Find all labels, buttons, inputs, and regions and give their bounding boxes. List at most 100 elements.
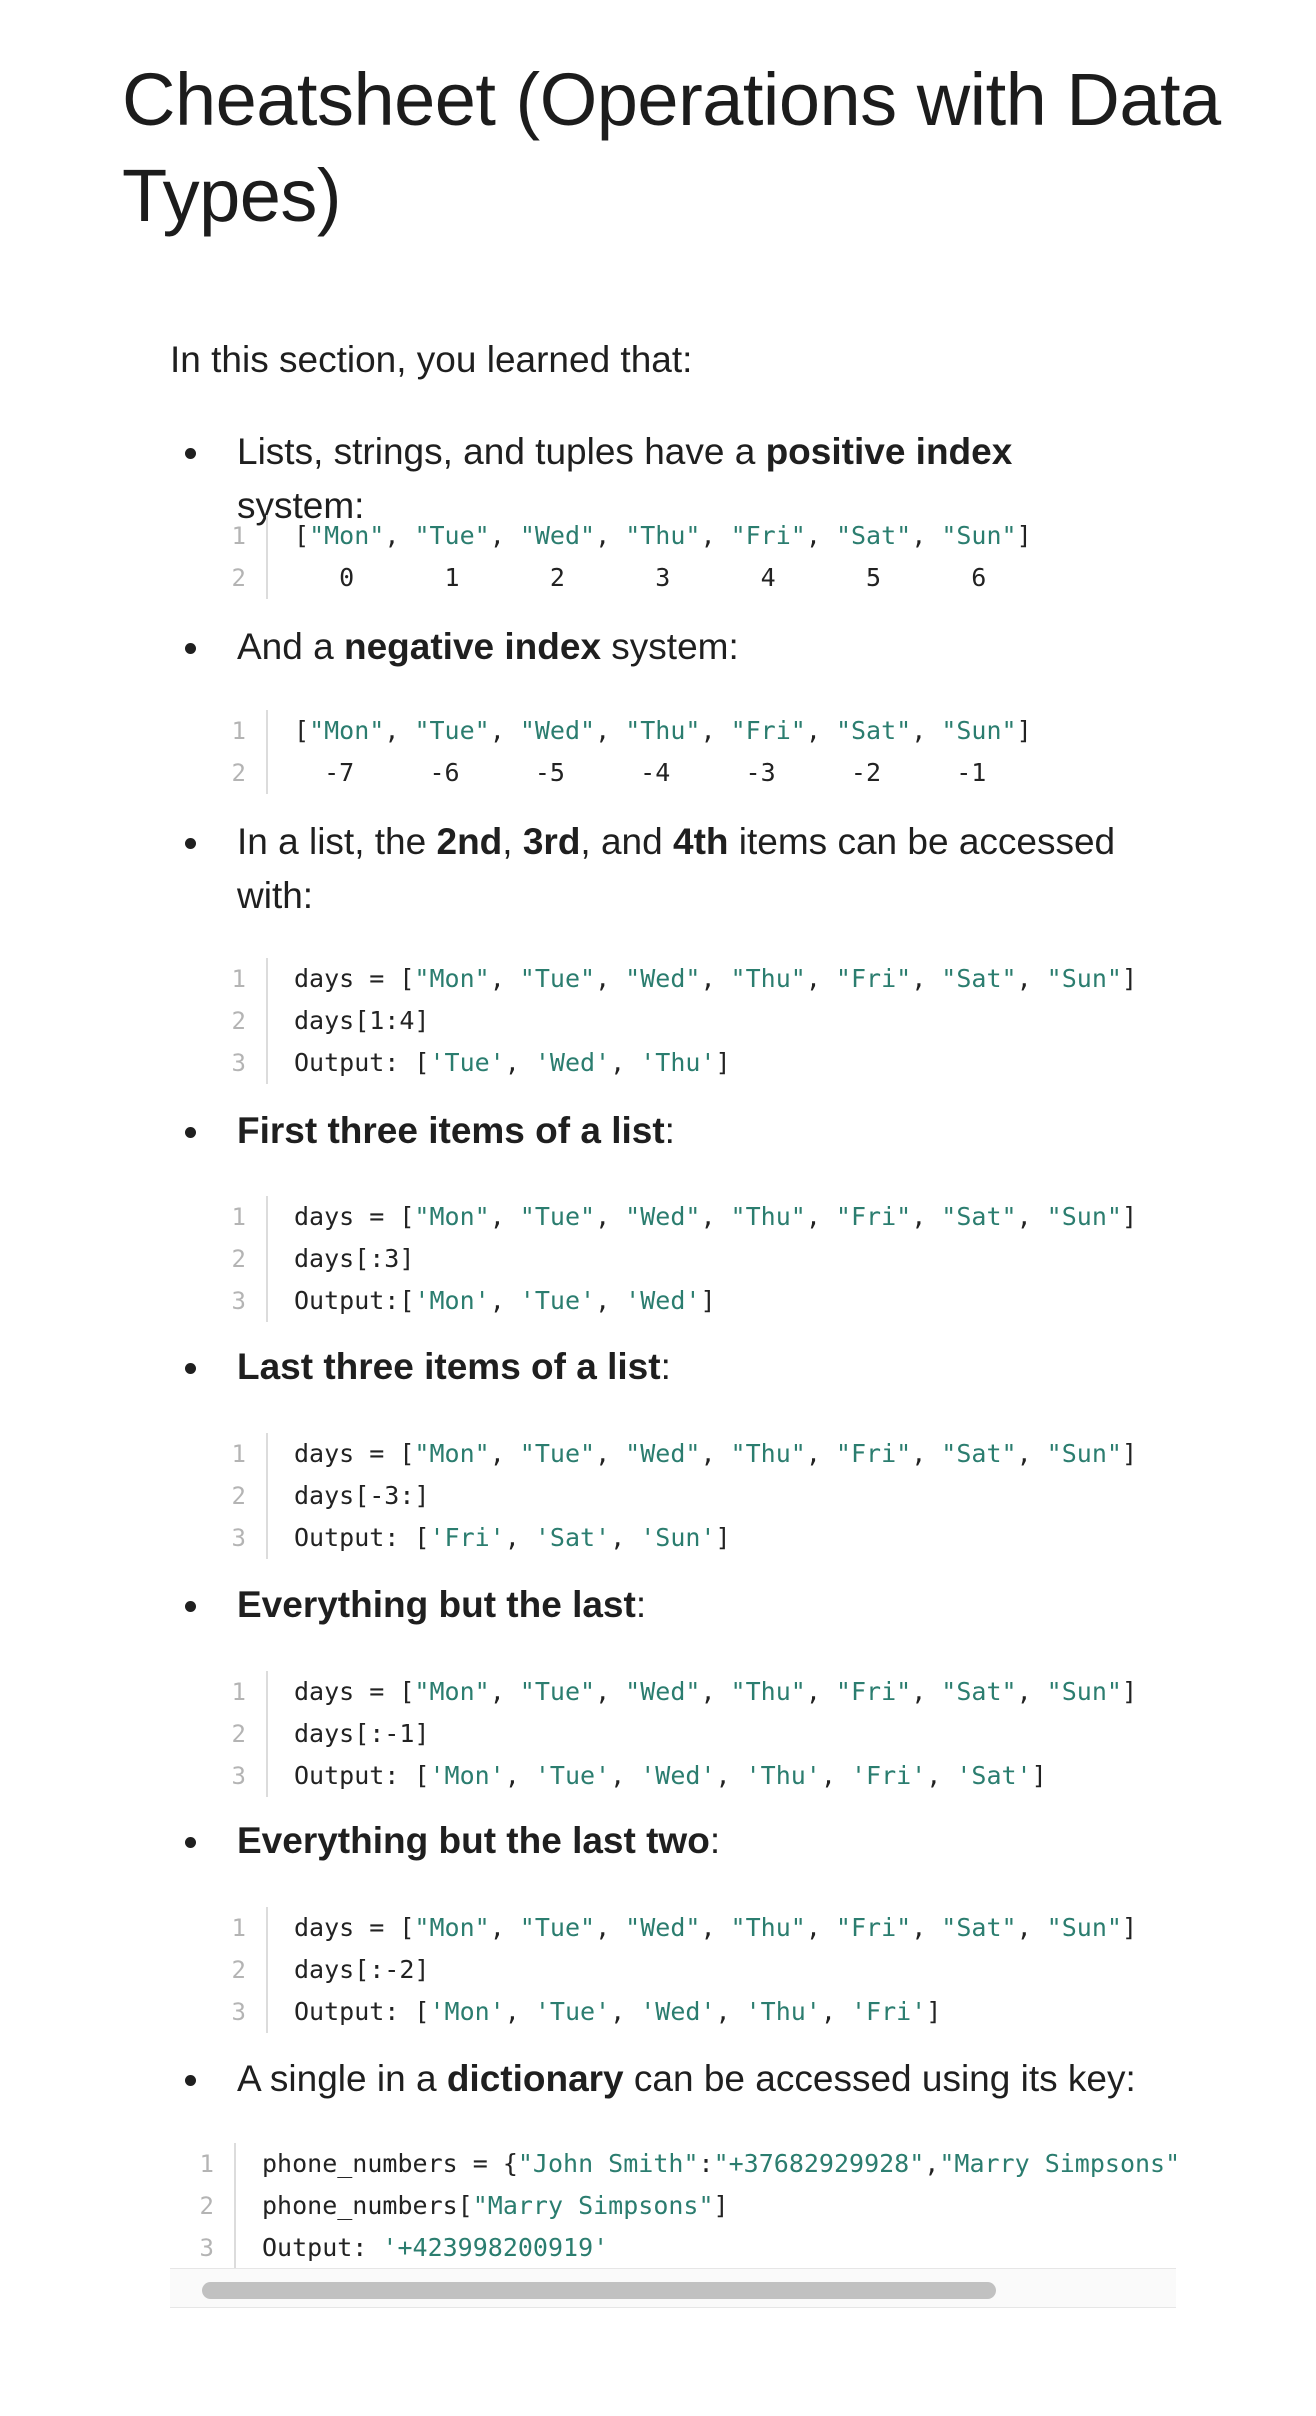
code-string: "Sat" — [941, 1202, 1017, 1231]
code-string: 'Wed' — [640, 1997, 716, 2026]
gutter-divider — [266, 1755, 268, 1797]
code-token: , — [595, 521, 626, 550]
line-number: 1 — [199, 2150, 214, 2178]
bold-text: negative index — [343, 626, 602, 667]
code-token: days[1:4] — [294, 1006, 430, 1035]
code-text: days[1:4] — [294, 1006, 429, 1035]
code-token: , — [595, 716, 626, 745]
code-string: "Tue" — [519, 1439, 596, 1468]
gutter-divider — [266, 1280, 268, 1322]
code-token: , — [805, 521, 836, 550]
code-string: "Wed" — [625, 1439, 701, 1468]
bold-text: 3rd — [522, 821, 581, 862]
code-token: Output: [ — [294, 1997, 430, 2026]
code-token: ] — [1031, 1761, 1047, 1790]
code-token: , — [911, 1913, 942, 1942]
gutter-divider — [234, 2185, 236, 2227]
code-token: ] — [1121, 1202, 1137, 1231]
code-text: days[:-1] — [294, 1719, 429, 1748]
code-string: "Sun" — [941, 521, 1017, 550]
code-token: , — [911, 716, 942, 745]
code-string: "Tue" — [519, 1202, 596, 1231]
code-string: 'Sat' — [534, 1523, 611, 1552]
code-string: "Mon" — [414, 1677, 490, 1706]
code-line: 2 -7 -6 -5 -4 -3 -2 -1 — [218, 752, 1178, 794]
bullet-positive-index: Lists, strings, and tuples have a positi… — [185, 425, 1137, 533]
code-string: "Sat" — [835, 521, 912, 550]
code-text: Output: ['Fri', 'Sat', 'Sun'] — [294, 1523, 731, 1552]
code-text: days[-3:] — [294, 1481, 429, 1510]
code-token: days = [ — [294, 964, 415, 993]
code-string: "Thu" — [730, 964, 806, 993]
gutter-divider — [266, 557, 268, 599]
code-token: , — [489, 1677, 520, 1706]
code-string: 'Thu' — [745, 1761, 821, 1790]
code-text: phone_numbers["Marry Simpsons"] — [262, 2191, 729, 2220]
code-token: , — [715, 1997, 746, 2026]
line-number: 2 — [231, 759, 246, 787]
line-number: 2 — [231, 1245, 246, 1273]
code-string: "Sat" — [941, 1913, 1017, 1942]
bold-text: Last three items of a list — [237, 1346, 661, 1387]
gutter-divider — [266, 1671, 268, 1713]
text-segment: Lists, strings, and tuples have a — [237, 431, 766, 472]
code-string: 'Tue' — [519, 1286, 596, 1315]
code-string: 'Fri' — [429, 1523, 505, 1552]
code-token: , — [504, 1048, 535, 1077]
code-token: : — [698, 2149, 714, 2178]
code-token: , — [700, 716, 731, 745]
code-token: , — [911, 1677, 942, 1706]
scrollbar-thumb[interactable] — [202, 2282, 996, 2299]
code-text: days = ["Mon", "Tue", "Wed", "Thu", "Fri… — [294, 1913, 1137, 1942]
text-segment: system: — [601, 626, 739, 667]
bold-text: 4th — [673, 821, 729, 862]
code-string: "Mon" — [309, 521, 385, 550]
code-string: 'Fri' — [850, 1761, 927, 1790]
code-token: [ — [294, 716, 310, 745]
bold-text: Everything but the last two — [237, 1820, 710, 1861]
code-token: , — [715, 1761, 746, 1790]
code-token: ] — [715, 1048, 731, 1077]
code-text: 0 1 2 3 4 5 6 — [294, 563, 986, 592]
code-token: , — [820, 1997, 851, 2026]
text-segment: , and — [580, 821, 673, 862]
bullet-dictionary: A single in a dictionary can be accessed… — [185, 2052, 1137, 2106]
code-token: , — [805, 964, 836, 993]
bullet-all-but-last: Everything but the last: — [185, 1578, 1137, 1632]
code-string: "Fri" — [835, 1202, 912, 1231]
code-token: , — [595, 1286, 626, 1315]
code-string: "John Smith" — [517, 2149, 699, 2178]
line-number: 1 — [231, 1203, 246, 1231]
code-block-first-three: 1 days = ["Mon", "Tue", "Wed", "Thu", "Fr… — [218, 1196, 1178, 1322]
code-token: days[:-2] — [294, 1955, 430, 1984]
bullet-all-but-last-two: Everything but the last two: — [185, 1814, 1137, 1868]
line-number: 1 — [231, 717, 246, 745]
text-segment: And a — [237, 626, 344, 667]
line-number: 3 — [199, 2234, 214, 2262]
code-string: "Wed" — [625, 1677, 701, 1706]
code-token: ] — [700, 1286, 716, 1315]
code-text: days = ["Mon", "Tue", "Wed", "Thu", "Fri… — [294, 1202, 1137, 1231]
code-token: days = [ — [294, 1439, 415, 1468]
gutter-divider — [266, 752, 268, 794]
line-number: 1 — [231, 1440, 246, 1468]
code-string: "Tue" — [519, 964, 596, 993]
code-token: , — [820, 1761, 851, 1790]
code-string: "Sat" — [941, 964, 1017, 993]
gutter-divider — [266, 515, 268, 557]
gutter-divider — [266, 1907, 268, 1949]
code-block-positive-index: 1["Mon", "Tue", "Wed", "Thu", "Fri", "Sa… — [218, 515, 1178, 599]
code-string: "Thu" — [730, 1202, 806, 1231]
code-string: "Fri" — [730, 716, 806, 745]
code-token: days = [ — [294, 1202, 415, 1231]
horizontal-scrollbar[interactable] — [170, 2268, 1176, 2308]
code-string: "Sun" — [1046, 1913, 1122, 1942]
